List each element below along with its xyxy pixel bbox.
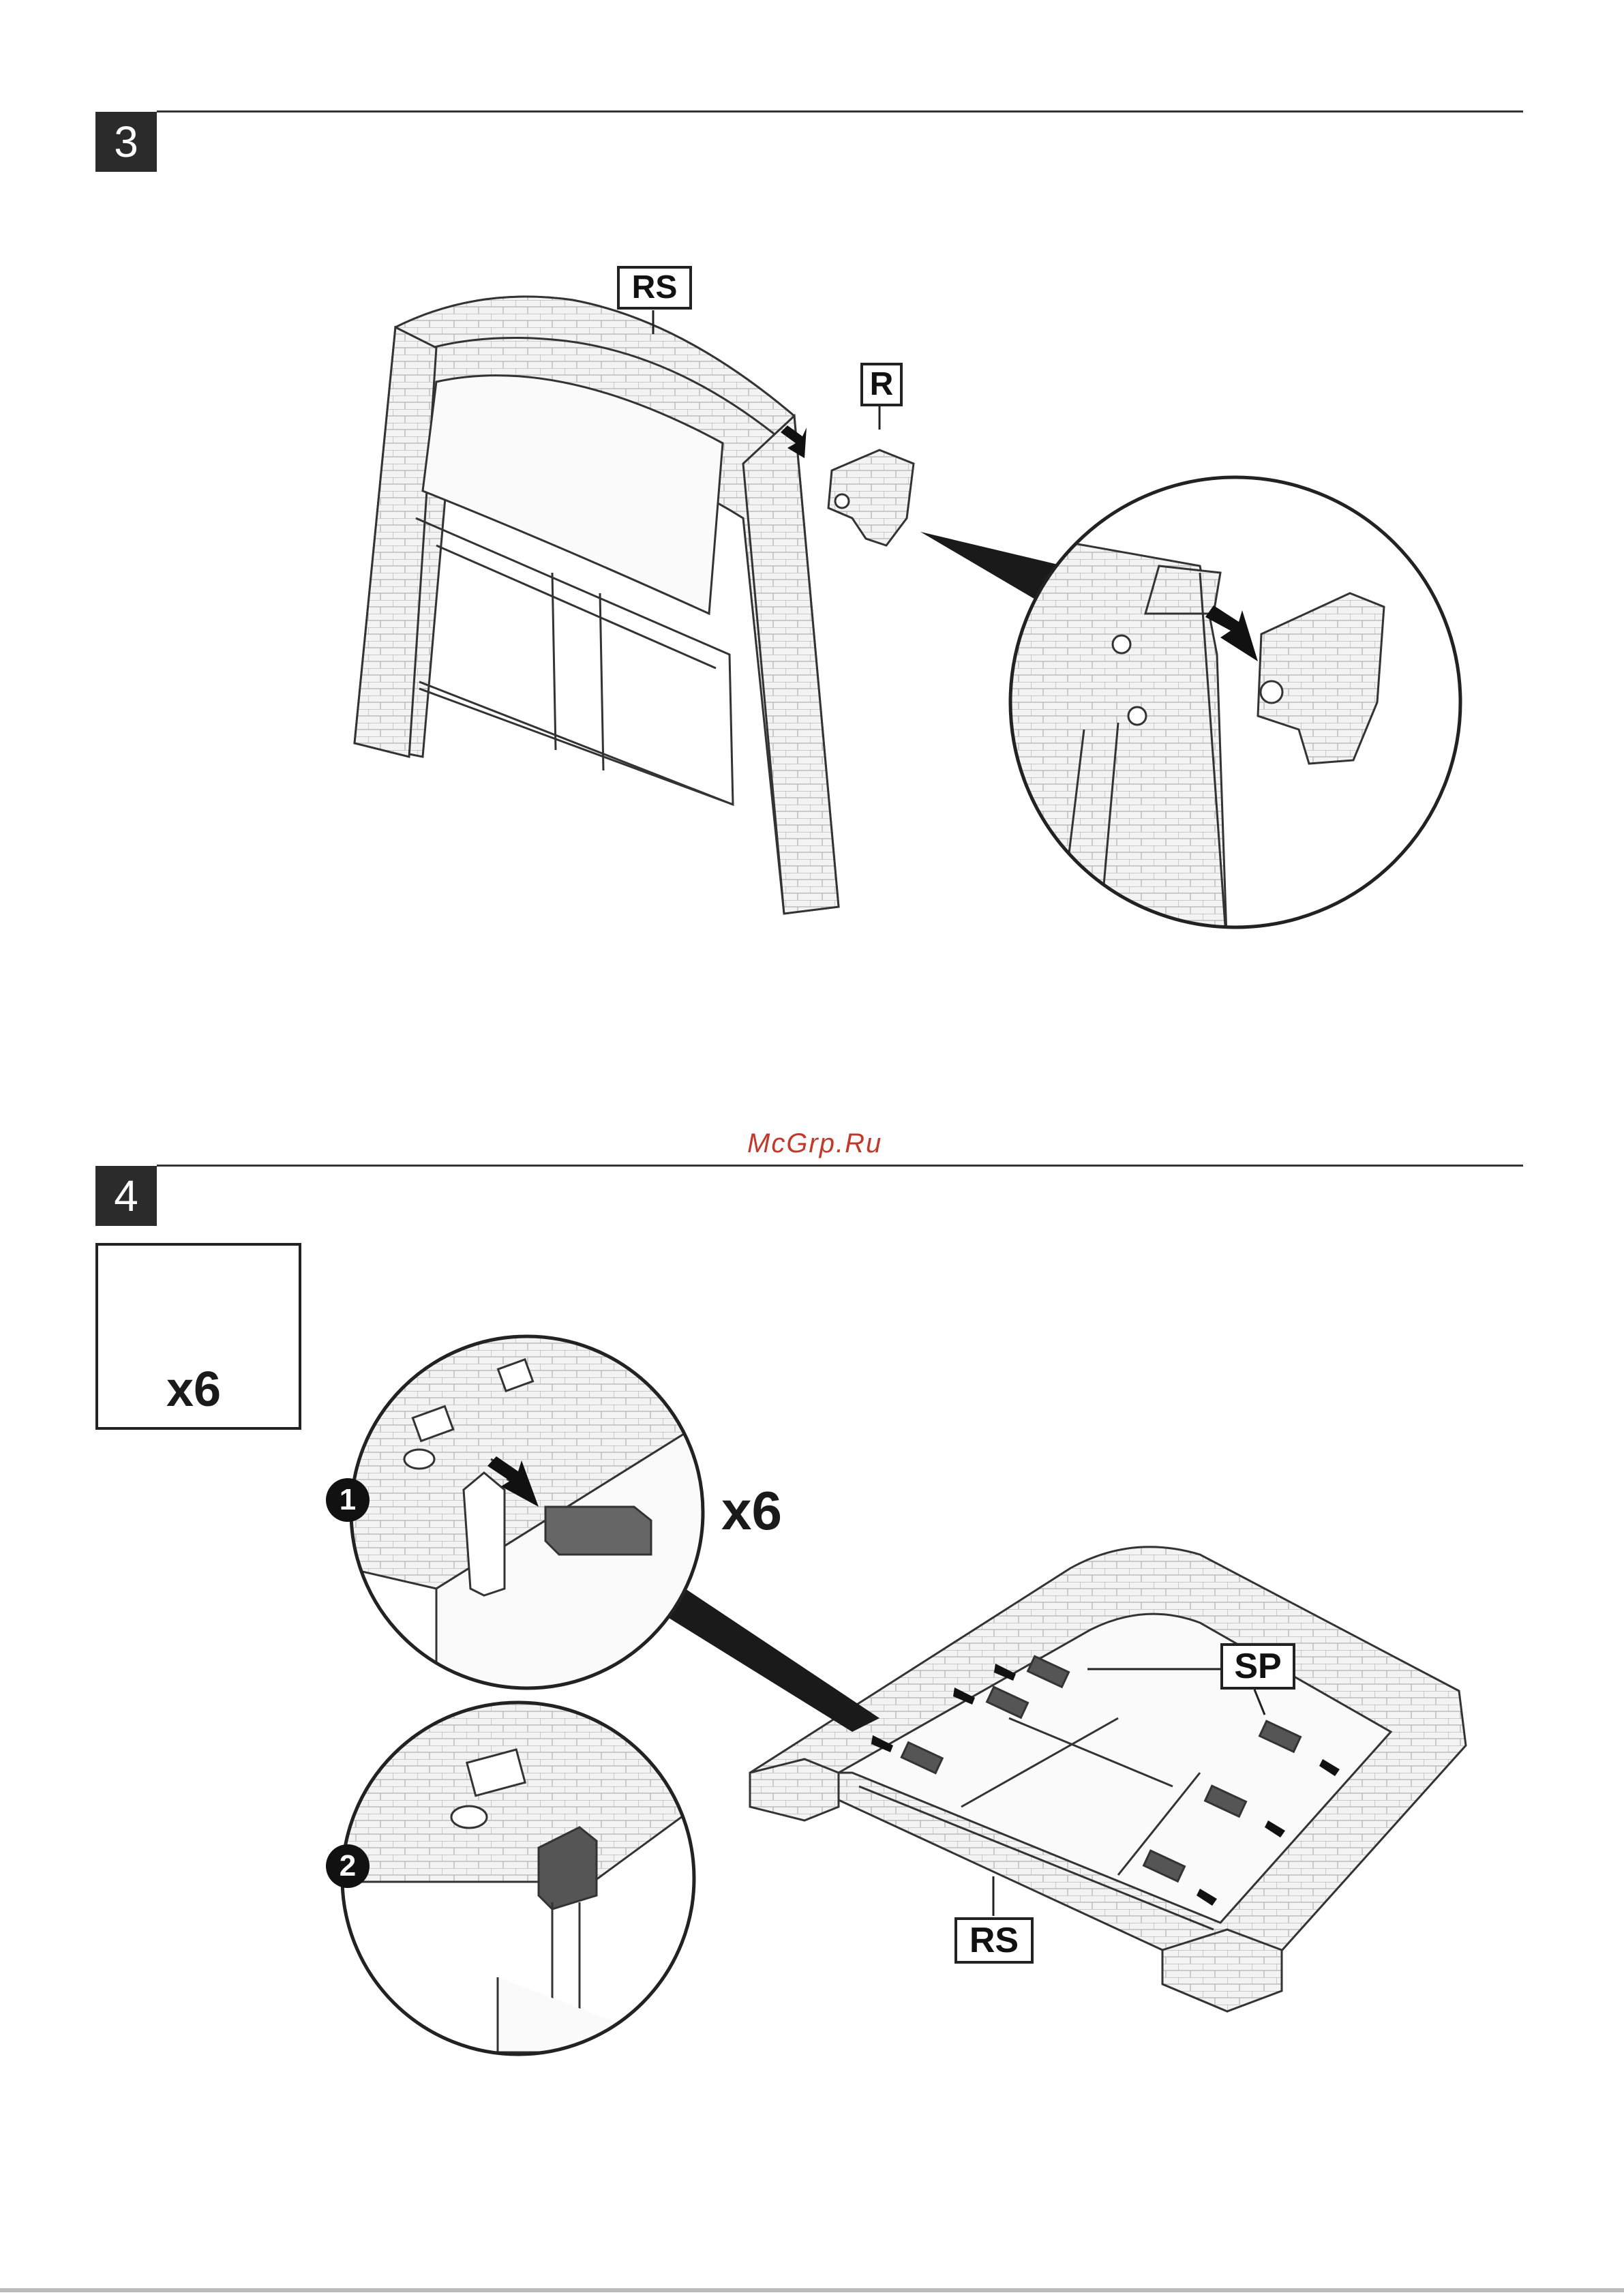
r-part-drawing bbox=[828, 450, 914, 545]
label-rs-step4: RS bbox=[954, 1917, 1034, 1964]
parts-box: x6 bbox=[95, 1243, 301, 1430]
label-rs-step4-text: RS bbox=[969, 1921, 1019, 1960]
detail-1-marker: 1 bbox=[326, 1478, 370, 1522]
detail-1-circle bbox=[348, 1336, 709, 1691]
label-r-text: R bbox=[870, 366, 894, 402]
seat-base-drawing bbox=[750, 1547, 1466, 2011]
detail-1-number: 1 bbox=[340, 1483, 356, 1516]
page-bottom-edge bbox=[0, 2288, 1624, 2292]
label-sp-text: SP bbox=[1234, 1647, 1281, 1686]
parts-qty: x6 bbox=[166, 1362, 221, 1418]
label-sp: SP bbox=[1220, 1643, 1295, 1690]
detail-2-marker: 2 bbox=[326, 1844, 370, 1888]
label-r: R bbox=[860, 363, 903, 406]
label-rs-step3: RS bbox=[617, 266, 692, 310]
step-3-detail-circle bbox=[1009, 477, 1473, 955]
label-rs-step3-text: RS bbox=[632, 269, 678, 305]
callout-qty: x6 bbox=[721, 1480, 782, 1542]
backrest-drawing bbox=[355, 297, 839, 914]
detail-2-number: 2 bbox=[340, 1849, 356, 1882]
detail-2-circle bbox=[341, 1701, 695, 2056]
